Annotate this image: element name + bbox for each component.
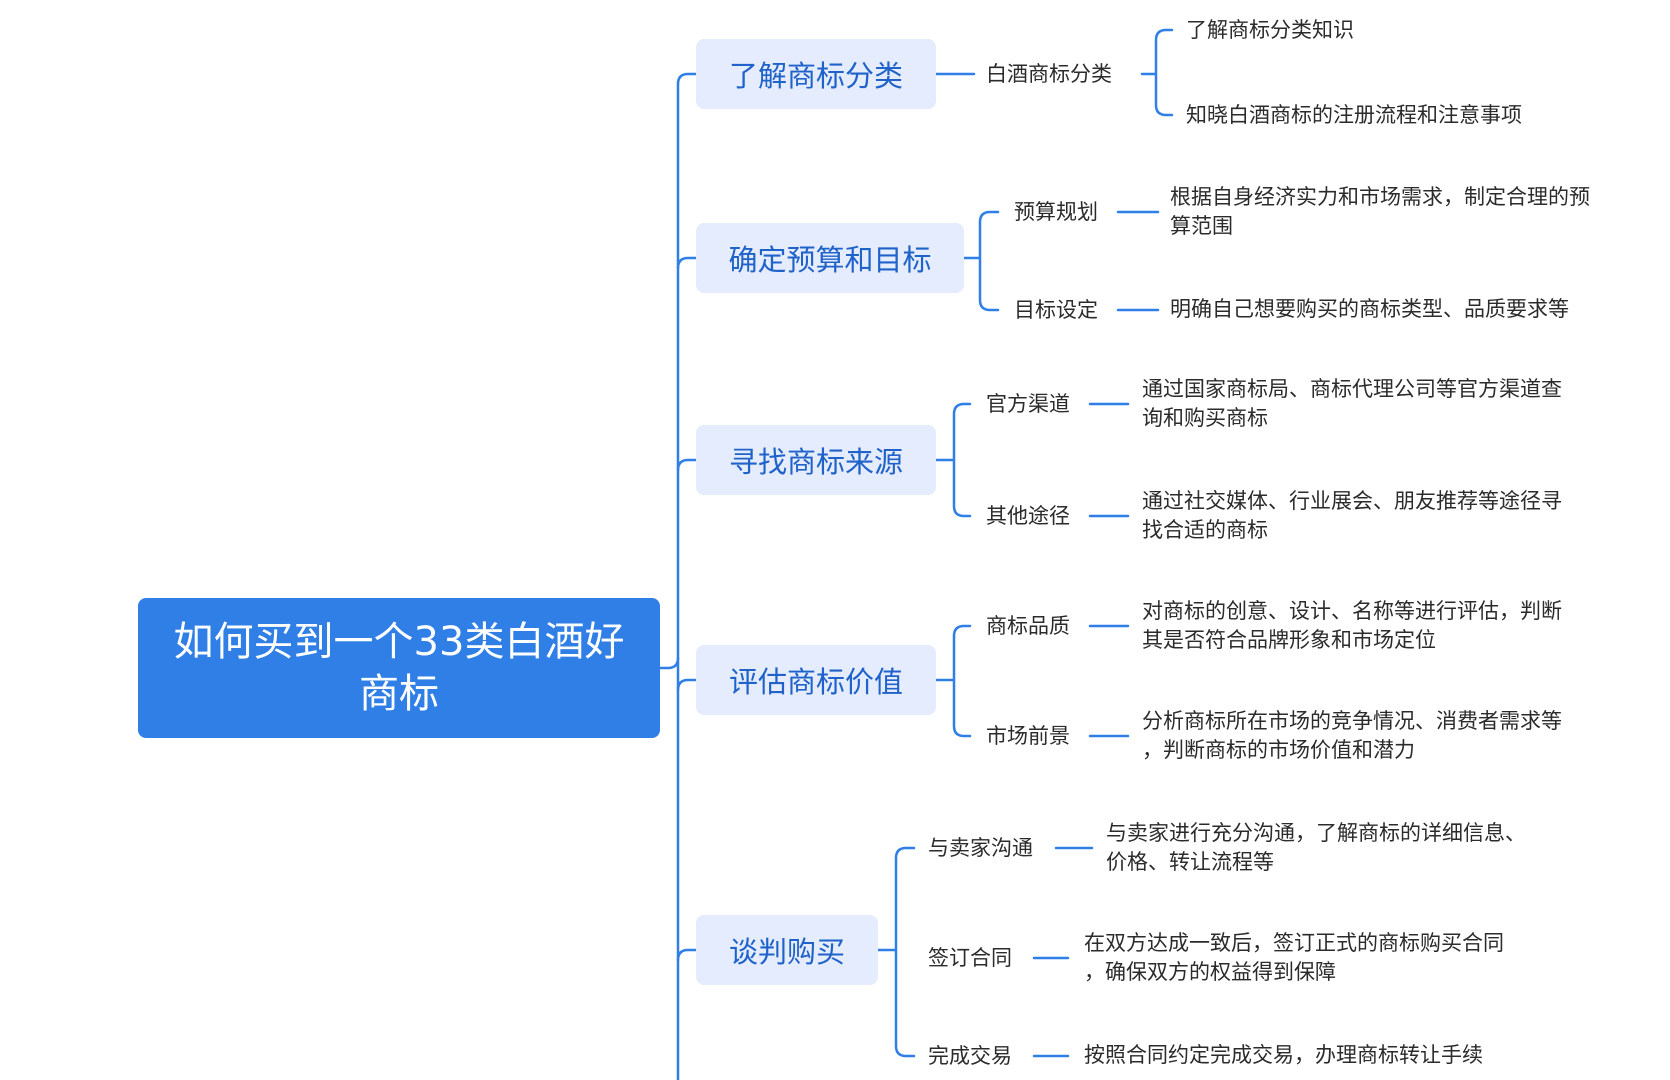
leaf-budget-detail-line1: 根据自身经济实力和市场需求，制定合理的预 — [1170, 185, 1590, 209]
leaf-quality-line1: 对商标的创意、设计、名称等进行评估，判断 — [1142, 599, 1562, 623]
subtopic-liquor-classification[interactable]: 白酒商标分类 — [986, 62, 1112, 86]
leaf-official-channel-detail[interactable]: 通过国家商标局、商标代理公司等官方渠道查 询和购买商标 — [1142, 375, 1612, 433]
trunk-to-branch-5 — [676, 948, 698, 962]
b5-bracket — [876, 846, 916, 1058]
leaf-communicate-line2: 价格、转让流程等 — [1106, 850, 1274, 874]
leaf-quality-line2: 其是否符合品牌形象和市场定位 — [1142, 628, 1436, 652]
leaf-contract-detail[interactable]: 在双方达成一致后，签订正式的商标购买合同 ，确保双方的权益得到保障 — [1084, 929, 1554, 987]
leaf-registration-process[interactable]: 知晓白酒商标的注册流程和注意事项 — [1186, 103, 1522, 127]
subtopic-sign-contract[interactable]: 签订合同 — [928, 946, 1012, 970]
trunk-to-branch-4 — [676, 678, 698, 692]
branch-find-source[interactable]: 寻找商标来源 — [696, 425, 936, 495]
root-topic-line1: 如何买到一个33类白酒好 — [173, 619, 625, 665]
trunk-to-branch-3 — [676, 458, 698, 472]
subtopic-other-channel[interactable]: 其他途径 — [986, 504, 1070, 528]
leaf-other-channel-detail[interactable]: 通过社交媒体、行业展会、朋友推荐等途径寻 找合适的商标 — [1142, 487, 1612, 545]
leaf-classification-knowledge[interactable]: 了解商标分类知识 — [1186, 18, 1354, 42]
b3-bracket — [934, 402, 972, 518]
leaf-contract-line2: ，确保双方的权益得到保障 — [1084, 960, 1336, 984]
subtopic-complete-transaction[interactable]: 完成交易 — [928, 1044, 1012, 1068]
branch-understand-classification[interactable]: 了解商标分类 — [696, 39, 936, 109]
leaf-other-channel-line2: 找合适的商标 — [1142, 518, 1268, 542]
branch-evaluate-value[interactable]: 评估商标价值 — [696, 645, 936, 715]
trunk-to-branch-1 — [676, 72, 698, 86]
leaf-market-line2: ，判断商标的市场价值和潜力 — [1142, 738, 1415, 762]
leaf-communicate-line1: 与卖家进行充分沟通，了解商标的详细信息、 — [1106, 821, 1526, 845]
subtopic-goal-setting[interactable]: 目标设定 — [1014, 298, 1098, 322]
leaf-official-channel-line1: 通过国家商标局、商标代理公司等官方渠道查 — [1142, 377, 1562, 401]
subtopic-trademark-quality[interactable]: 商标品质 — [986, 614, 1070, 638]
leaf-budget-detail[interactable]: 根据自身经济实力和市场需求，制定合理的预 算范围 — [1170, 183, 1630, 241]
branch-budget-and-goal[interactable]: 确定预算和目标 — [696, 223, 964, 293]
b4-bracket — [934, 624, 972, 738]
subtopic-official-channel[interactable]: 官方渠道 — [986, 392, 1070, 416]
leaf-market-detail[interactable]: 分析商标所在市场的竞争情况、消费者需求等 ，判断商标的市场价值和潜力 — [1142, 707, 1612, 765]
branch-negotiate-purchase[interactable]: 谈判购买 — [696, 915, 878, 985]
subtopic-communicate-seller[interactable]: 与卖家沟通 — [928, 836, 1033, 860]
leaf-other-channel-line1: 通过社交媒体、行业展会、朋友推荐等途径寻 — [1142, 489, 1562, 513]
subtopic-market-prospect[interactable]: 市场前景 — [986, 724, 1070, 748]
root-topic-line2: 商标 — [359, 671, 439, 717]
root-connector — [658, 656, 680, 670]
trunk-to-branch-2 — [676, 256, 698, 270]
leaf-budget-detail-line2: 算范围 — [1170, 214, 1233, 238]
subtopic-budget-planning[interactable]: 预算规划 — [1014, 200, 1098, 224]
b1-sub-bracket — [1140, 28, 1174, 117]
leaf-transaction-detail[interactable]: 按照合同约定完成交易，办理商标转让手续 — [1084, 1043, 1483, 1067]
leaf-contract-line1: 在双方达成一致后，签订正式的商标购买合同 — [1084, 931, 1504, 955]
leaf-goal-detail[interactable]: 明确自己想要购买的商标类型、品质要求等 — [1170, 297, 1569, 321]
leaf-communicate-detail[interactable]: 与卖家进行充分沟通，了解商标的详细信息、 价格、转让流程等 — [1106, 819, 1576, 877]
root-topic[interactable]: 如何买到一个33类白酒好 商标 — [138, 598, 660, 738]
leaf-market-line1: 分析商标所在市场的竞争情况、消费者需求等 — [1142, 709, 1562, 733]
leaf-quality-detail[interactable]: 对商标的创意、设计、名称等进行评估，判断 其是否符合品牌形象和市场定位 — [1142, 597, 1612, 655]
b2-bracket — [962, 210, 1000, 312]
leaf-official-channel-line2: 询和购买商标 — [1142, 406, 1268, 430]
